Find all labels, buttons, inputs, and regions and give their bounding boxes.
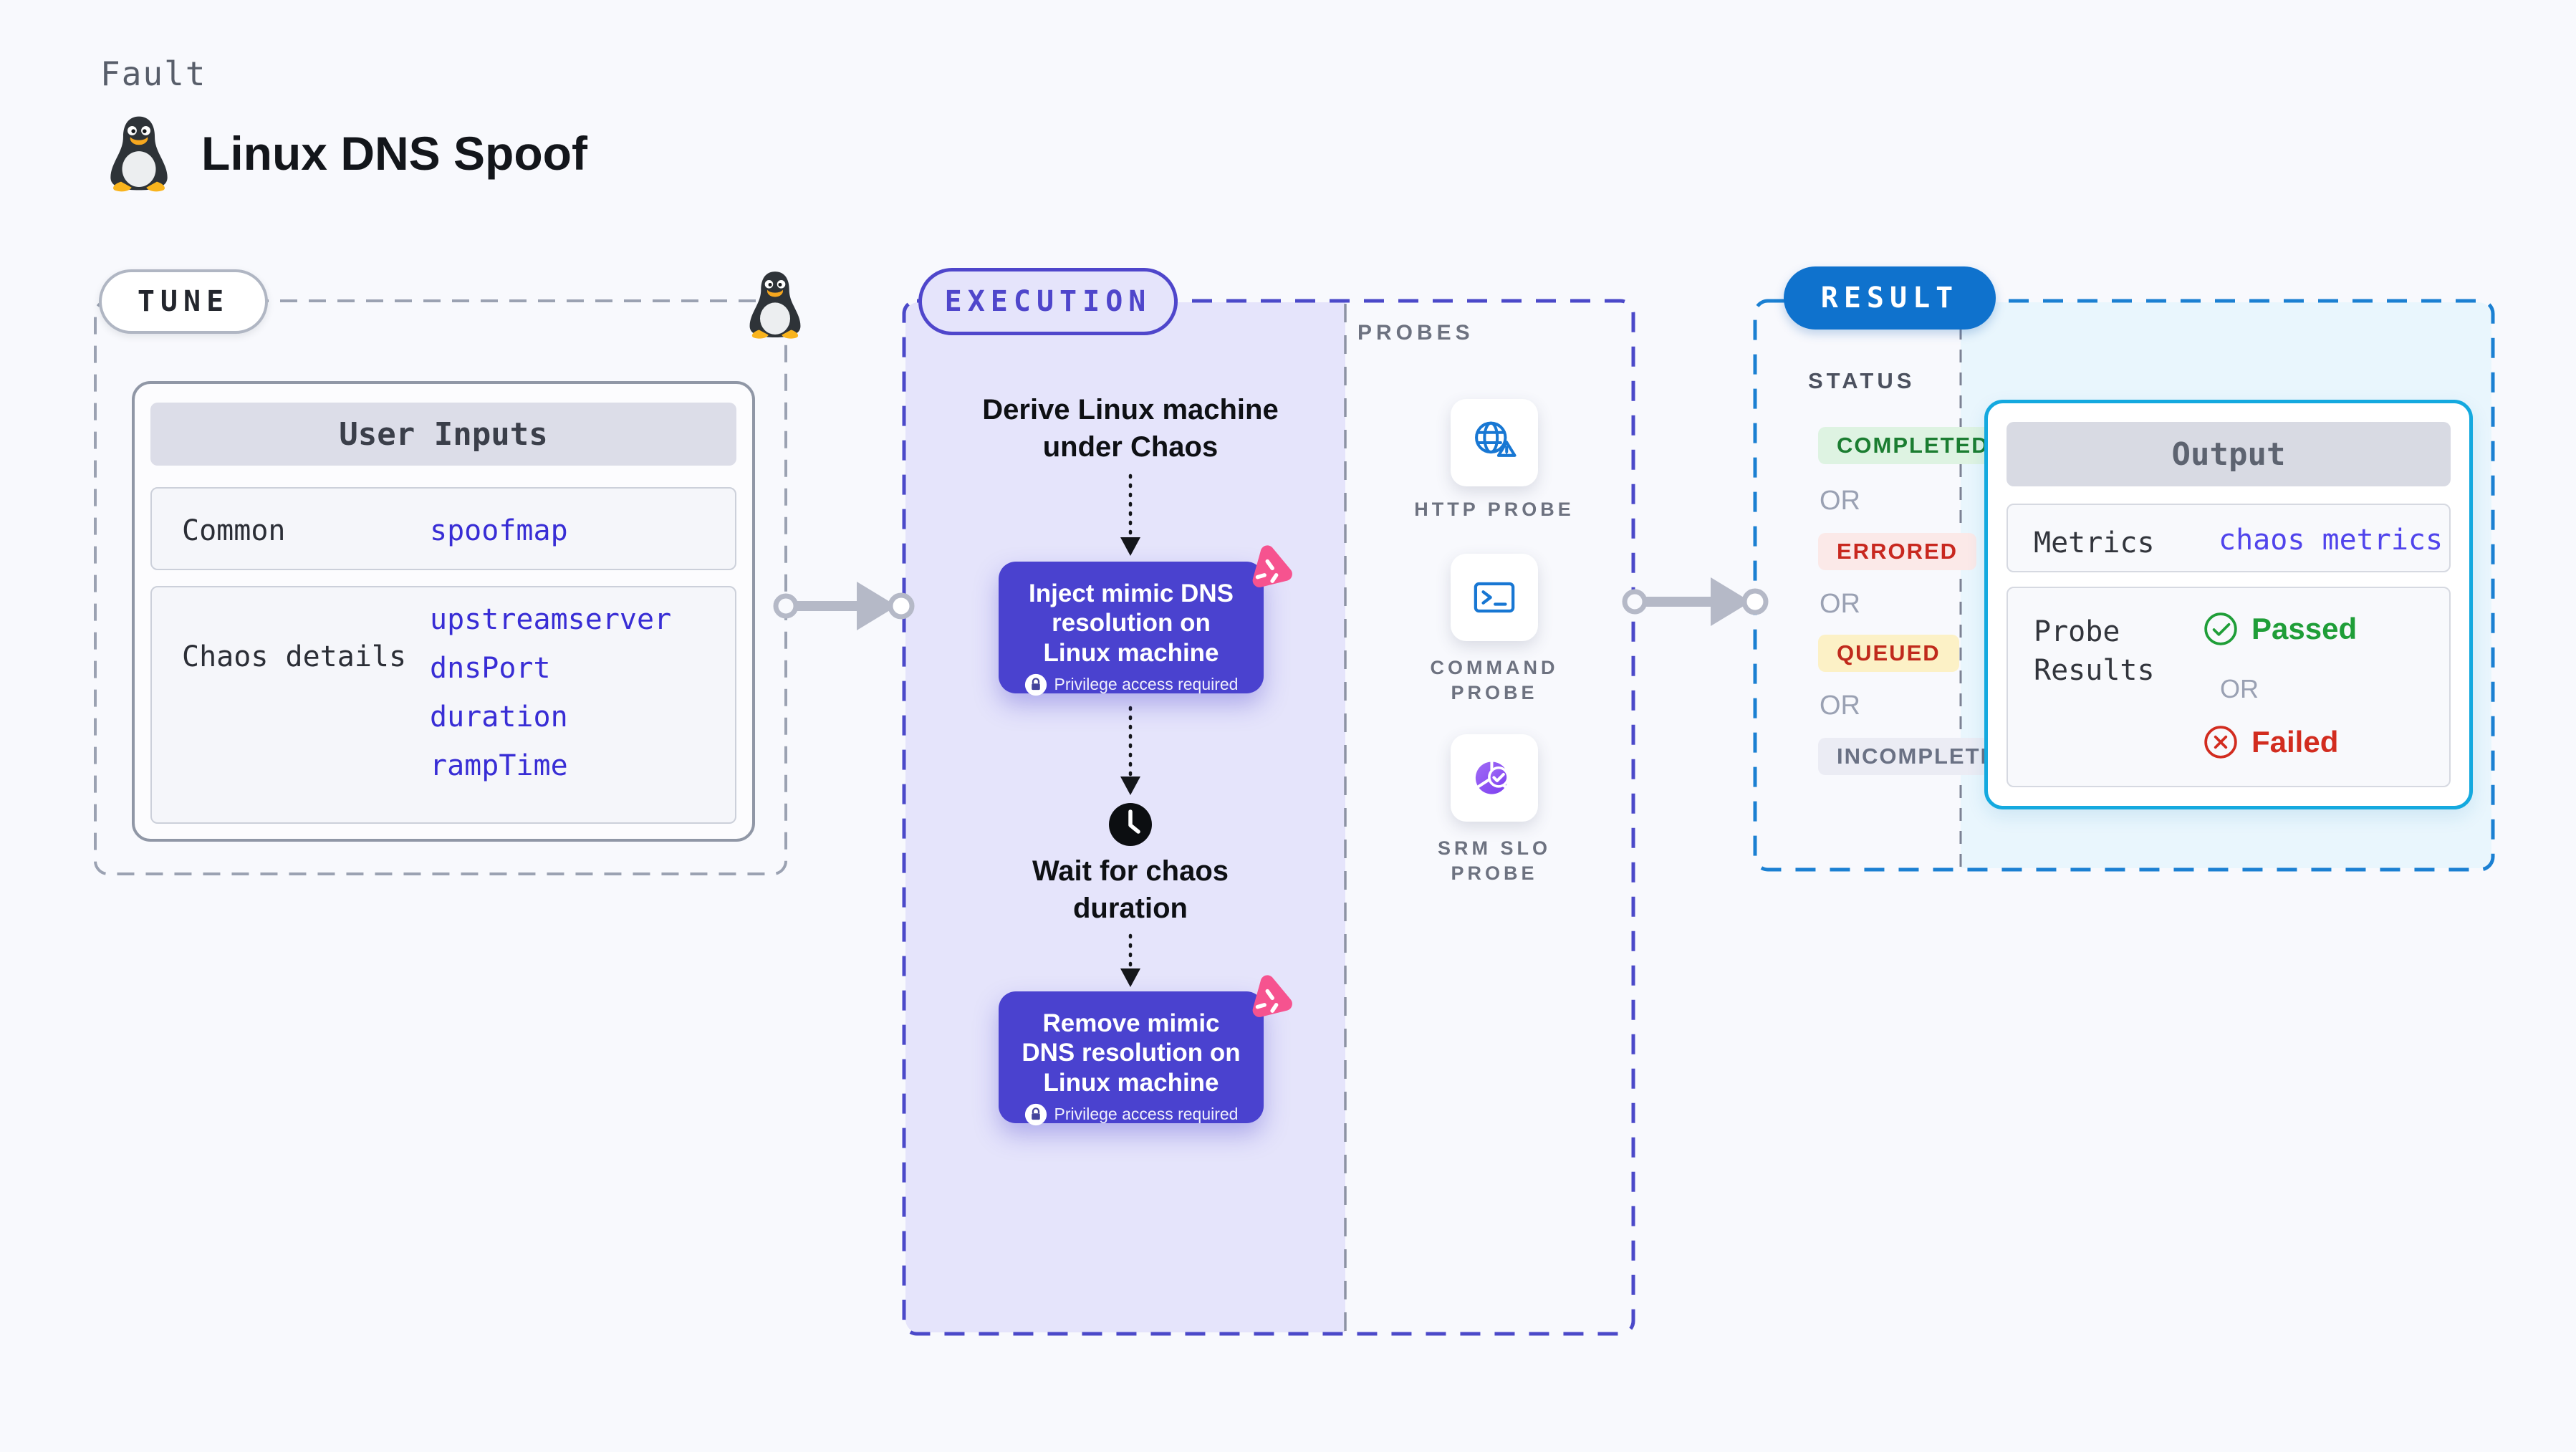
status-badge-queued: QUEUED: [1818, 635, 1959, 672]
execution-pill[interactable]: EXECUTION: [918, 268, 1178, 335]
command-probe-label: COMMAND PROBE: [1430, 657, 1559, 704]
ramptime-link[interactable]: rampTime: [430, 749, 568, 782]
remove-chaos-step: Remove mimic DNS resolution on Linux mac…: [999, 991, 1264, 1126]
privilege-note: Privilege access required: [1054, 675, 1239, 694]
http-probe-label: HTTP PROBE: [1414, 499, 1575, 520]
result-pill[interactable]: RESULT: [1784, 266, 1996, 330]
or-separator: OR: [1820, 691, 1860, 721]
tune-to-execution-arrow: [773, 582, 915, 630]
chaos-spark-icon: [1252, 545, 1292, 587]
status-badge-completed: COMPLETED: [1818, 427, 2008, 464]
lock-icon: [1024, 1103, 1047, 1126]
chaos-spark-icon: [1252, 975, 1292, 1017]
fault-kicker: Fault: [100, 54, 207, 93]
user-inputs-title: User Inputs: [150, 403, 736, 466]
metrics-row: Metrics chaos metrics: [2007, 504, 2451, 572]
command-probe-card: [1451, 554, 1538, 641]
chaos-details-label: Chaos details: [182, 640, 407, 673]
check-circle-icon: [2204, 612, 2237, 645]
page-title-row: Linux DNS Spoof: [105, 113, 587, 193]
wait-step-text: Wait for chaos duration: [1032, 855, 1229, 924]
metrics-label: Metrics: [2034, 527, 2155, 559]
x-circle-icon: [2204, 726, 2237, 759]
chaos-metrics-link[interactable]: chaos metrics: [2219, 524, 2443, 557]
probes-section-label: PROBES: [1357, 321, 1474, 345]
privilege-row: Privilege access required: [999, 673, 1264, 696]
passed-label: Passed: [2251, 612, 2358, 645]
http-probe-card: [1451, 399, 1538, 486]
slo-pie-check-icon: [1475, 761, 1509, 794]
user-inputs-card: User Inputs Common spoofmap Chaos detail…: [132, 381, 755, 842]
execution-to-result-arrow: [1622, 577, 1769, 626]
failed-label: Failed: [2251, 725, 2339, 759]
page-title: Linux DNS Spoof: [201, 127, 587, 180]
common-label: Common: [182, 514, 286, 547]
common-row: Common spoofmap: [150, 487, 736, 570]
privilege-note: Privilege access required: [1054, 1105, 1239, 1124]
output-title: Output: [2007, 422, 2451, 486]
terminal-icon: [1474, 582, 1515, 613]
chaos-details-row: Chaos details upstreamserver dnsPort dur…: [150, 586, 736, 824]
privilege-row: Privilege access required: [999, 1103, 1264, 1126]
clock-icon: [1109, 803, 1152, 846]
spoofmap-link[interactable]: spoofmap: [430, 514, 568, 547]
or-separator: OR: [1820, 589, 1860, 619]
or-separator: OR: [2220, 674, 2259, 703]
probe-results-row: Probe Results Passed OR Failed: [2007, 587, 2451, 787]
srm-slo-probe-label: SRM SLO PROBE: [1437, 837, 1551, 885]
derive-step-text: Derive Linux machine under Chaos: [982, 394, 1279, 463]
remove-step-text: Remove mimic DNS resolution on Linux mac…: [1022, 1009, 1241, 1097]
passed-verdict: Passed: [2203, 611, 2357, 647]
tux-penguin-small-icon: [749, 271, 801, 339]
tune-pill[interactable]: TUNE: [99, 269, 268, 334]
duration-link[interactable]: duration: [430, 701, 568, 734]
status-badge-errored: ERRORED: [1818, 533, 1977, 570]
dnsport-link[interactable]: dnsPort: [430, 652, 551, 685]
srm-slo-probe-card: [1451, 734, 1538, 822]
upstreamserver-link[interactable]: upstreamserver: [430, 603, 672, 636]
status-section-label: STATUS: [1808, 368, 1916, 393]
failed-verdict: Failed: [2203, 724, 2338, 760]
probe-results-label: Probe Results: [2034, 615, 2155, 687]
lock-icon: [1024, 673, 1047, 696]
output-card: Output Metrics chaos metrics Probe Resul…: [1984, 400, 2473, 809]
inject-chaos-step: Inject mimic DNS resolution on Linux mac…: [999, 562, 1264, 696]
or-separator: OR: [1820, 486, 1860, 516]
tux-penguin-icon: [110, 116, 168, 192]
inject-step-text: Inject mimic DNS resolution on Linux mac…: [1029, 580, 1234, 667]
globe-alert-icon: [1475, 421, 1517, 457]
